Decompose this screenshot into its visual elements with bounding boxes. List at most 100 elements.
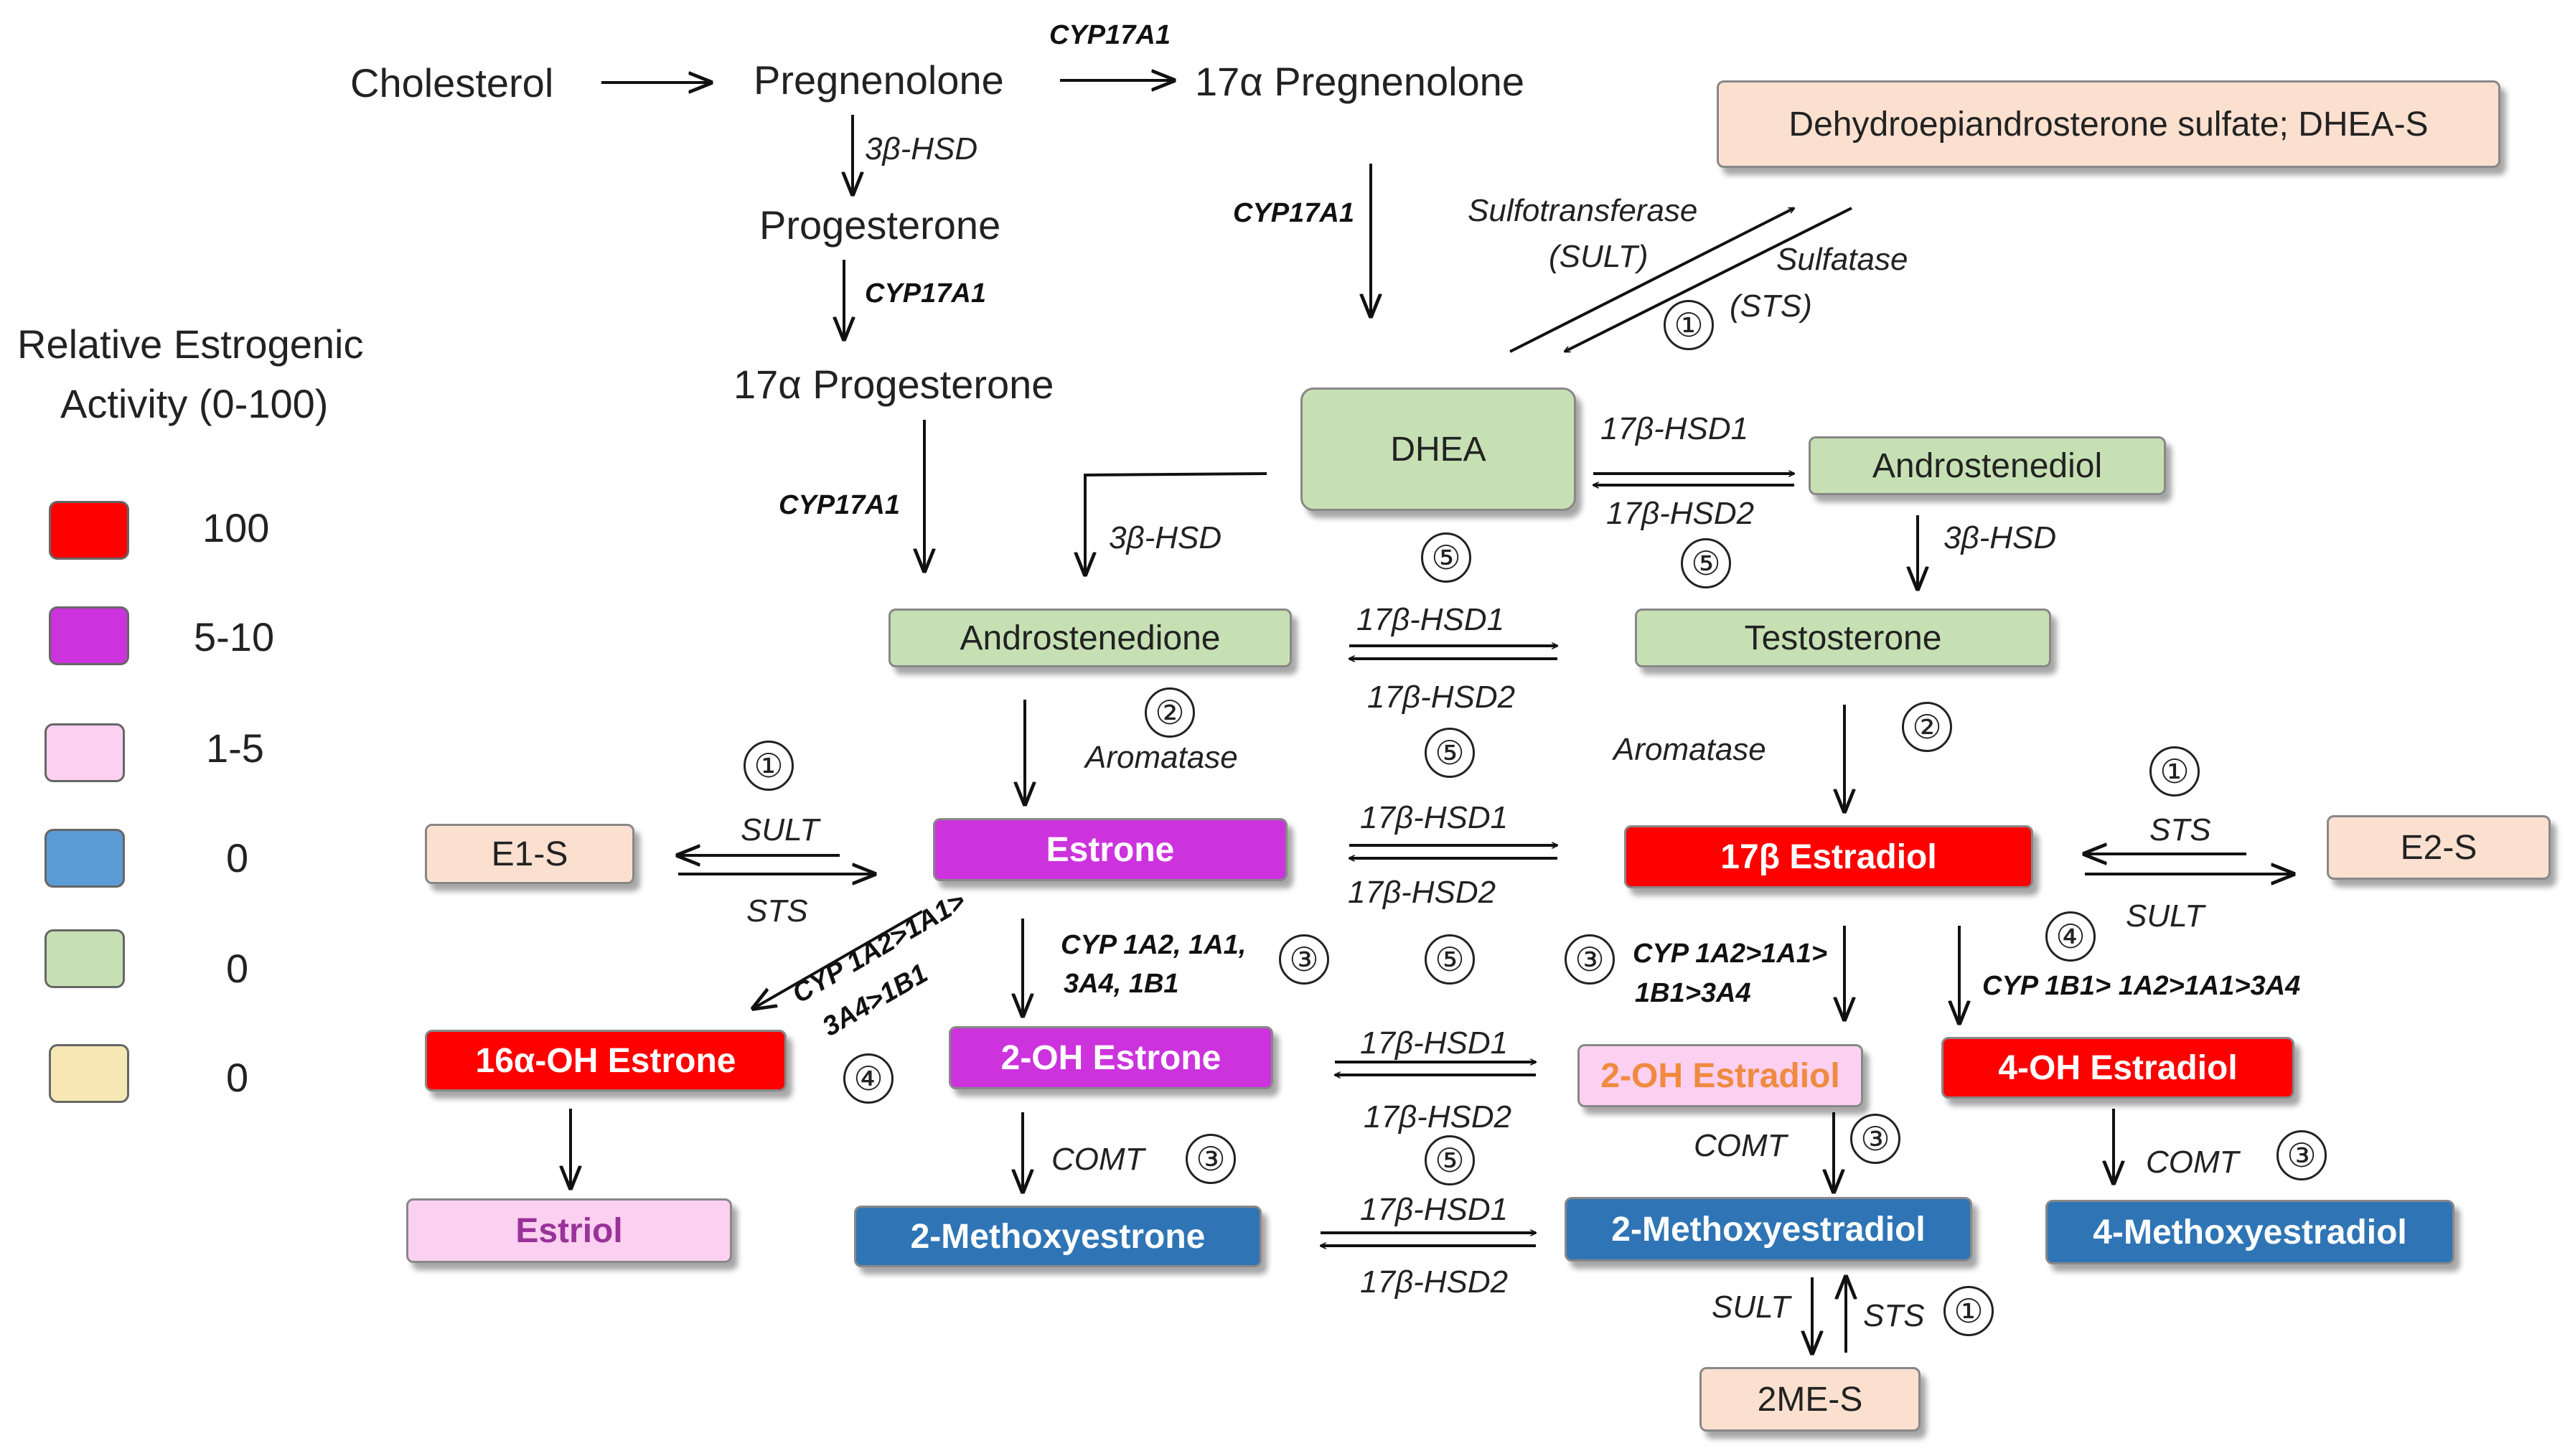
compound-17a-progesterone: 17α Progesterone	[733, 362, 1054, 407]
legend-value: 100	[202, 505, 270, 550]
step-marker-1: ①	[2149, 746, 2200, 797]
compound-17a-pregnenolone: 17α Pregnenolone	[1195, 59, 1524, 104]
enzyme-3b-hsd: 3β-HSD	[1943, 520, 2057, 555]
enzyme-sult: SULT	[1712, 1290, 1791, 1325]
enzyme-cyp-2oh-estrone: 3A4, 1B1	[1064, 969, 1179, 999]
box-4-methoxyestradiol: 4-Methoxyestradiol	[2045, 1200, 2454, 1264]
enzyme-17b-hsd1: 17β-HSD1	[1360, 1192, 1509, 1227]
box-e2-s: E2-S	[2327, 815, 2551, 880]
box-16a-oh-estrone: 16α-OH Estrone	[425, 1030, 787, 1091]
step-marker-3: ③	[1186, 1134, 1236, 1184]
arrow-estrone-16oh	[754, 910, 923, 1008]
enzyme-sts-abbrev: (STS)	[1730, 288, 1812, 324]
box-2-methoxyestrone: 2-Methoxyestrone	[854, 1206, 1262, 1267]
compound-progesterone: Progesterone	[759, 202, 1001, 248]
enzyme-17b-hsd2: 17β-HSD2	[1367, 680, 1516, 715]
step-marker-1: ①	[1943, 1286, 1994, 1336]
label-16a-oh-estrone: 16α-OH Estrone	[475, 1041, 736, 1080]
box-estrone: Estrone	[933, 818, 1288, 881]
enzyme-cyp17a1: CYP17A1	[1233, 198, 1354, 228]
legend-swatch-1-5	[44, 723, 125, 782]
box-dhea: DHEA	[1300, 388, 1576, 511]
arrow-dhea-androstenedione	[1085, 472, 1267, 574]
legend-title-line1: Relative Estrogenic	[17, 321, 364, 367]
enzyme-17b-hsd1: 17β-HSD1	[1360, 800, 1509, 835]
step-marker-2: ②	[1902, 702, 1952, 752]
label-androstenedione: Androstenedione	[960, 619, 1221, 657]
label-estrone: Estrone	[1046, 830, 1175, 869]
label-2-methoxyestradiol: 2-Methoxyestradiol	[1611, 1210, 1926, 1249]
step-marker-5: ⑤	[1425, 728, 1475, 778]
legend-value: 0	[226, 835, 249, 880]
step-marker-4: ④	[2045, 911, 2096, 962]
enzyme-sult-abbrev: (SULT)	[1549, 239, 1649, 274]
box-androstenediol: Androstenediol	[1809, 436, 2166, 495]
box-4-oh-estradiol: 4-OH Estradiol	[1941, 1037, 2294, 1099]
label-dhea-s: Dehydroepiandrosterone sulfate; DHEA-S	[1788, 105, 2429, 144]
legend-swatch-yellow	[49, 1044, 129, 1103]
box-estradiol: 17β Estradiol	[1624, 825, 2033, 888]
enzyme-cyp-2oh-estradiol: 1B1>3A4	[1635, 978, 1751, 1008]
arrow-dhea-sult	[1509, 207, 1794, 353]
box-testosterone: Testosterone	[1635, 609, 2051, 667]
box-dhea-s: Dehydroepiandrosterone sulfate; DHEA-S	[1717, 80, 2500, 168]
enzyme-aromatase: Aromatase	[1085, 740, 1238, 775]
enzyme-3b-hsd: 3β-HSD	[865, 131, 978, 166]
enzyme-cyp17a1: CYP17A1	[779, 490, 900, 520]
enzyme-comt: COMT	[1694, 1128, 1787, 1163]
enzyme-cyp17a1: CYP17A1	[1049, 20, 1171, 50]
compound-pregnenolone: Pregnenolone	[754, 57, 1004, 103]
arrow-dheas-sts	[1565, 207, 1852, 353]
legend-swatch-5-10	[49, 606, 129, 665]
step-marker-5: ⑤	[1681, 538, 1731, 588]
step-marker-5: ⑤	[1425, 934, 1475, 985]
enzyme-17b-hsd2: 17β-HSD2	[1364, 1099, 1512, 1135]
enzyme-sts: STS	[2149, 812, 2211, 847]
label-e2-s: E2-S	[2400, 828, 2477, 867]
step-marker-3: ③	[1850, 1114, 1900, 1164]
enzyme-cyp-2oh-estrone: CYP 1A2, 1A1,	[1061, 930, 1247, 960]
legend-swatch-green	[44, 929, 125, 988]
enzyme-17b-hsd1: 17β-HSD1	[1356, 602, 1505, 637]
compound-cholesterol: Cholesterol	[350, 60, 554, 105]
label-testosterone: Testosterone	[1744, 619, 1942, 657]
enzyme-17b-hsd2: 17β-HSD2	[1360, 1264, 1509, 1300]
enzyme-sulfotransferase: Sulfotransferase	[1468, 193, 1698, 228]
label-estradiol: 17β Estradiol	[1720, 837, 1937, 876]
label-estriol: Estriol	[515, 1211, 623, 1250]
enzyme-comt: COMT	[2146, 1145, 2239, 1180]
step-marker-5: ⑤	[1421, 532, 1471, 583]
enzyme-sult: SULT	[2126, 898, 2205, 934]
enzyme-aromatase: Aromatase	[1613, 732, 1766, 767]
enzyme-17b-hsd2: 17β-HSD2	[1348, 875, 1496, 910]
legend-swatch-blue	[44, 829, 125, 888]
enzyme-cyp-2oh-estradiol: CYP 1A2>1A1>	[1633, 939, 1828, 969]
box-2-oh-estrone: 2-OH Estrone	[949, 1026, 1273, 1089]
label-2me-s: 2ME-S	[1757, 1380, 1863, 1419]
step-marker-2: ②	[1145, 687, 1195, 738]
enzyme-3b-hsd: 3β-HSD	[1109, 520, 1222, 555]
box-androstenedione: Androstenedione	[888, 609, 1292, 667]
label-2-methoxyestrone: 2-Methoxyestrone	[910, 1217, 1206, 1256]
legend-value: 0	[226, 1055, 249, 1100]
step-marker-3: ③	[2276, 1130, 2327, 1180]
label-androstenediol: Androstenediol	[1872, 446, 2103, 485]
step-marker-3: ③	[1565, 934, 1615, 985]
step-marker-4: ④	[843, 1053, 894, 1104]
box-e1-s: E1-S	[425, 824, 634, 884]
legend-value: 1-5	[206, 725, 264, 771]
enzyme-sts: STS	[746, 893, 808, 929]
step-marker-5: ⑤	[1425, 1135, 1475, 1185]
legend-value: 0	[226, 946, 249, 991]
label-4-oh-estradiol: 4-OH Estradiol	[1998, 1048, 2238, 1087]
box-2me-s: 2ME-S	[1699, 1367, 1921, 1432]
legend-value: 5-10	[194, 614, 275, 659]
enzyme-17b-hsd1: 17β-HSD1	[1600, 411, 1749, 446]
legend-title-line2: Activity (0-100)	[60, 381, 329, 426]
enzyme-comt: COMT	[1051, 1142, 1145, 1177]
box-2-oh-estradiol: 2-OH Estradiol	[1577, 1044, 1863, 1107]
enzyme-sulfatase: Sulfatase	[1776, 242, 1908, 277]
step-marker-1: ①	[1664, 300, 1714, 350]
